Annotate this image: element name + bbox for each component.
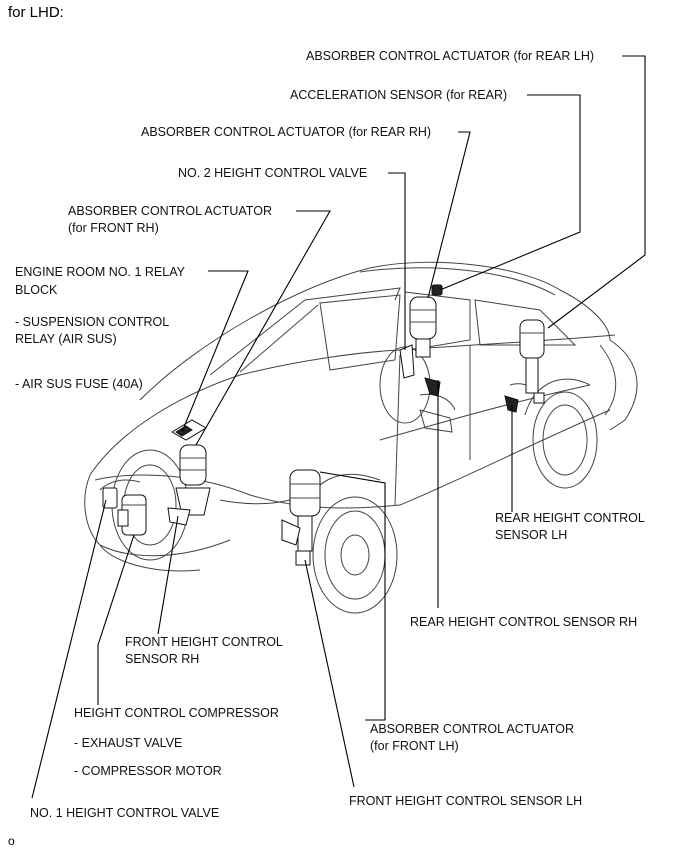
height-control-compressor: [117, 494, 147, 536]
label-air-sus-fuse: - AIR SUS FUSE (40A): [15, 377, 143, 391]
label-front-height-rh-1: FRONT HEIGHT CONTROL: [125, 635, 283, 649]
label-susp-relay-1: - SUSPENSION CONTROL: [15, 315, 170, 329]
rear-lh-strut: [519, 319, 545, 404]
label-no2-height-valve: NO. 2 HEIGHT CONTROL VALVE: [178, 166, 368, 180]
label-absorber-rear-rh: ABSORBER CONTROL ACTUATOR (for REAR RH): [141, 125, 432, 139]
label-relay-block-1: ENGINE ROOM NO. 1 RELAY: [15, 265, 185, 279]
label-absorber-front-rh-2: (for FRONT RH): [68, 221, 159, 235]
leader-lines: [31, 55, 646, 799]
front-lh-strut: [281, 469, 321, 566]
acceleration-sensor: [431, 284, 443, 296]
label-rear-height-lh-2: SENSOR LH: [495, 528, 568, 542]
label-absorber-rear-lh: ABSORBER CONTROL ACTUATOR (for REAR LH): [306, 49, 595, 63]
label-susp-relay-2: RELAY (AIR SUS): [15, 332, 117, 346]
label-rear-height-rh: REAR HEIGHT CONTROL SENSOR RH: [410, 615, 638, 629]
no1-height-control-valve: [102, 487, 118, 509]
header-label: for LHD:: [8, 4, 64, 21]
label-absorber-front-lh-2: (for FRONT LH): [370, 739, 459, 753]
label-exhaust-valve: - EXHAUST VALVE: [74, 736, 183, 750]
label-accel-sensor-rear: ACCELERATION SENSOR (for REAR): [290, 88, 508, 102]
label-no1-height-valve: NO. 1 HEIGHT CONTROL VALVE: [30, 806, 220, 820]
label-relay-block-2: BLOCK: [15, 283, 58, 297]
label-absorber-front-lh-1: ABSORBER CONTROL ACTUATOR: [370, 722, 574, 736]
rear-height-sensor-lh: [504, 395, 519, 413]
label-front-height-lh: FRONT HEIGHT CONTROL SENSOR LH: [349, 794, 583, 808]
label-absorber-front-rh-1: ABSORBER CONTROL ACTUATOR: [68, 204, 272, 218]
label-rear-height-lh-1: REAR HEIGHT CONTROL: [495, 511, 645, 525]
rear-rh-strut: [399, 296, 437, 379]
label-compressor: HEIGHT CONTROL COMPRESSOR: [74, 706, 279, 720]
label-front-height-rh-2: SENSOR RH: [125, 652, 200, 666]
figure-code: o: [8, 834, 15, 848]
label-compressor-motor: - COMPRESSOR MOTOR: [74, 764, 222, 778]
front-rh-strut: [167, 444, 211, 526]
